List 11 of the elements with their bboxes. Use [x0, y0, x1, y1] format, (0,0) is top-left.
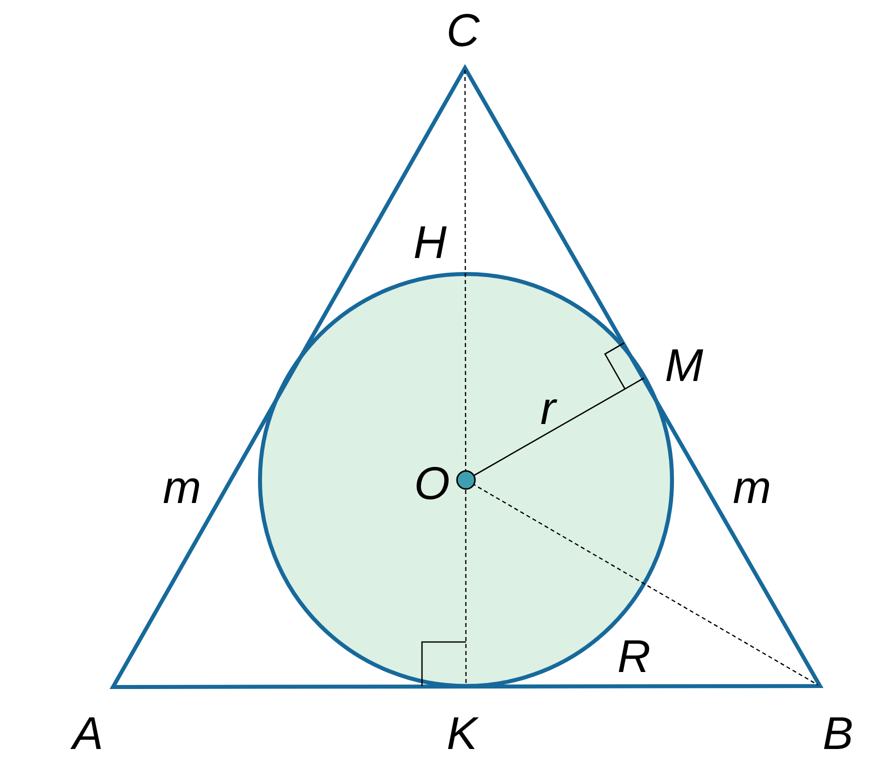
- point-label: M: [664, 342, 704, 388]
- point-label: m: [732, 464, 772, 510]
- point-label: K: [446, 710, 478, 756]
- point-label: O: [414, 460, 450, 506]
- point-label: B: [822, 710, 854, 756]
- point-label: R: [617, 633, 651, 679]
- point-label: A: [72, 710, 104, 756]
- point-label: C: [446, 7, 480, 53]
- point-label: r: [540, 385, 556, 431]
- point-label: m: [162, 464, 202, 510]
- point-label: H: [413, 219, 447, 265]
